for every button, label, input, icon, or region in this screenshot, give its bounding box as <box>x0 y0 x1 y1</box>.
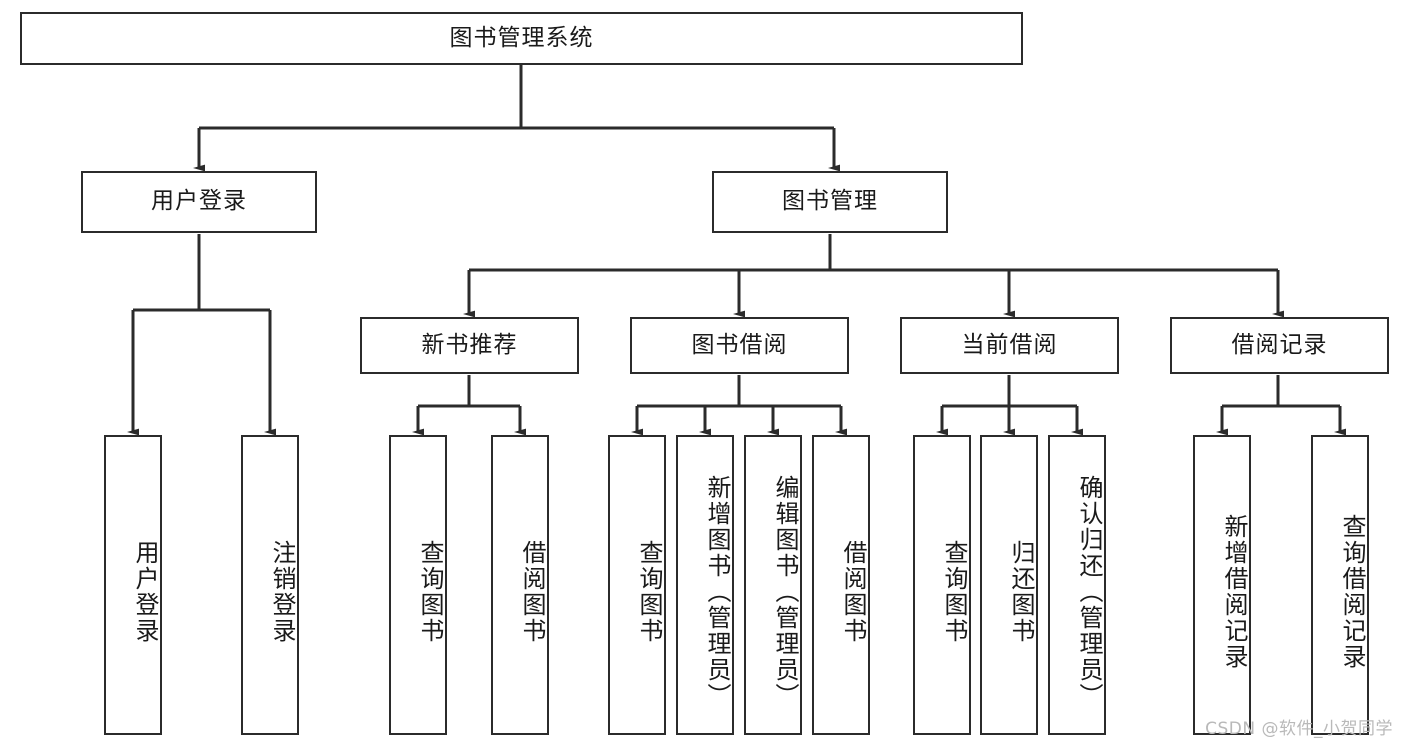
leaf-book-borrow-add-book-admin[interactable]: 新增图书（管理员） <box>676 435 734 735</box>
leaf-new-book-query-book[interactable]: 查询图书 <box>389 435 447 735</box>
node-label: 图书管理系统 <box>449 24 594 51</box>
node-label: 借阅图书 <box>518 540 546 644</box>
node-book-borrow[interactable]: 图书借阅 <box>630 317 849 374</box>
node-label: 查询图书 <box>416 540 444 644</box>
node-current-borrow[interactable]: 当前借阅 <box>900 317 1119 374</box>
node-label: 图书管理 <box>782 188 878 215</box>
leaf-borrow-record-query-record[interactable]: 查询借阅记录 <box>1311 435 1369 735</box>
leaf-current-borrow-return-book[interactable]: 归还图书 <box>980 435 1038 735</box>
leaf-book-borrow-edit-book-admin[interactable]: 编辑图书（管理员） <box>744 435 802 735</box>
node-label: 查询图书 <box>635 540 663 644</box>
node-label: 用户登录 <box>151 188 247 215</box>
node-borrow-record[interactable]: 借阅记录 <box>1170 317 1389 374</box>
node-label: 借阅图书 <box>839 540 867 644</box>
node-label: 归还图书 <box>1007 540 1035 644</box>
node-label: 查询借阅记录 <box>1338 514 1366 670</box>
node-new-book-recommend[interactable]: 新书推荐 <box>360 317 579 374</box>
node-label: 查询图书 <box>940 540 968 644</box>
leaf-borrow-record-add-record[interactable]: 新增借阅记录 <box>1193 435 1251 735</box>
leaf-current-borrow-confirm-return-admin[interactable]: 确认归还（管理员） <box>1048 435 1106 735</box>
leaf-user-login-logout[interactable]: 注销登录 <box>241 435 299 735</box>
node-label: 用户登录 <box>131 540 159 644</box>
leaf-book-borrow-query-book[interactable]: 查询图书 <box>608 435 666 735</box>
leaf-user-login-login[interactable]: 用户登录 <box>104 435 162 735</box>
node-label: 图书借阅 <box>691 331 788 358</box>
node-label: 新增图书（管理员） <box>703 475 731 709</box>
leaf-new-book-borrow-book[interactable]: 借阅图书 <box>491 435 549 735</box>
node-label: 编辑图书（管理员） <box>771 475 799 709</box>
node-root-book-management-system[interactable]: 图书管理系统 <box>20 12 1023 65</box>
node-label: 新书推荐 <box>421 331 518 358</box>
node-label: 当前借阅 <box>961 331 1058 358</box>
leaf-book-borrow-borrow-book[interactable]: 借阅图书 <box>812 435 870 735</box>
node-user-login[interactable]: 用户登录 <box>81 171 317 233</box>
node-label: 借阅记录 <box>1231 331 1328 358</box>
leaf-current-borrow-query-book[interactable]: 查询图书 <box>913 435 971 735</box>
node-book-management[interactable]: 图书管理 <box>712 171 948 233</box>
node-label: 注销登录 <box>268 540 296 644</box>
node-label: 确认归还（管理员） <box>1075 475 1103 709</box>
node-label: 新增借阅记录 <box>1220 514 1248 670</box>
